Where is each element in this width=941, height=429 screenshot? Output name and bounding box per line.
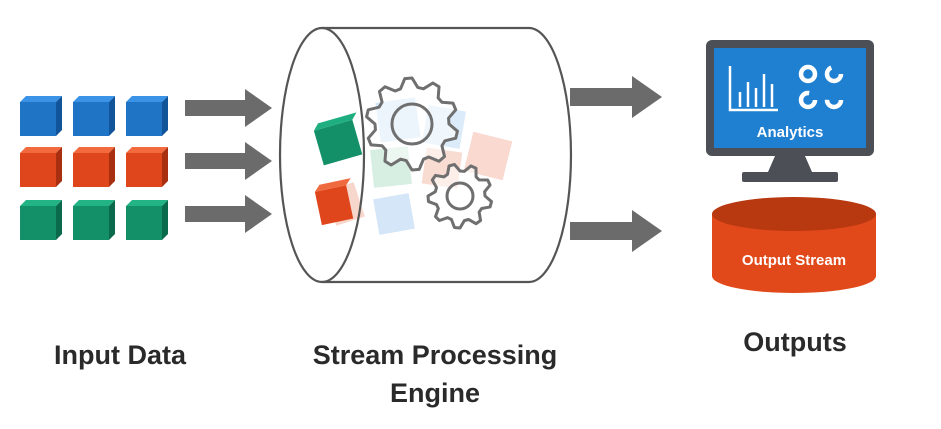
arrow-right-icon bbox=[185, 89, 272, 127]
output-arrows bbox=[570, 76, 662, 252]
input-data-cubes bbox=[20, 96, 168, 240]
engine-cylinder-body bbox=[322, 26, 573, 284]
faded-block bbox=[373, 193, 415, 235]
gear-icon bbox=[426, 162, 494, 230]
input-cube bbox=[20, 96, 62, 136]
donut-chart-icon bbox=[798, 64, 844, 110]
entering-cube bbox=[314, 178, 354, 226]
output-stream-label: Output Stream bbox=[742, 252, 846, 269]
monitor-neck bbox=[768, 156, 812, 172]
input-cube bbox=[73, 96, 115, 136]
arrow-right-icon bbox=[570, 210, 662, 252]
input-arrows bbox=[185, 89, 272, 233]
input-cube bbox=[73, 147, 115, 187]
engine-caption-line2: Engine bbox=[389, 378, 480, 408]
engine-caption-line1: Stream Processing bbox=[312, 340, 558, 370]
input-cube bbox=[20, 147, 62, 187]
output-stream-body bbox=[712, 214, 876, 293]
gear-hole bbox=[390, 102, 434, 146]
gear-outline bbox=[426, 162, 494, 230]
analytics-monitor: Analytics bbox=[706, 40, 874, 182]
arrow-right-icon bbox=[570, 76, 662, 118]
arrow-right-icon bbox=[185, 142, 272, 180]
input-cube bbox=[126, 147, 168, 187]
arrow-right-icon bbox=[185, 195, 272, 233]
output-stream-cylinder: Output Stream bbox=[712, 197, 876, 293]
monitor-stand bbox=[742, 172, 838, 182]
bar-chart-icon bbox=[728, 66, 778, 112]
input-data-caption: Input Data bbox=[54, 340, 186, 370]
analytics-label: Analytics bbox=[757, 124, 824, 141]
engine-cylinder-front bbox=[278, 26, 366, 284]
entering-cube bbox=[313, 112, 363, 166]
gear-icon bbox=[365, 76, 459, 172]
stream-processing-engine bbox=[278, 26, 573, 284]
gear-hole bbox=[445, 181, 475, 211]
input-cube bbox=[20, 200, 62, 240]
outputs-caption: Outputs bbox=[743, 327, 847, 357]
gear-outline bbox=[365, 76, 459, 172]
input-cube bbox=[73, 200, 115, 240]
input-cube bbox=[126, 200, 168, 240]
input-cube bbox=[126, 96, 168, 136]
output-stream-top bbox=[712, 197, 876, 231]
